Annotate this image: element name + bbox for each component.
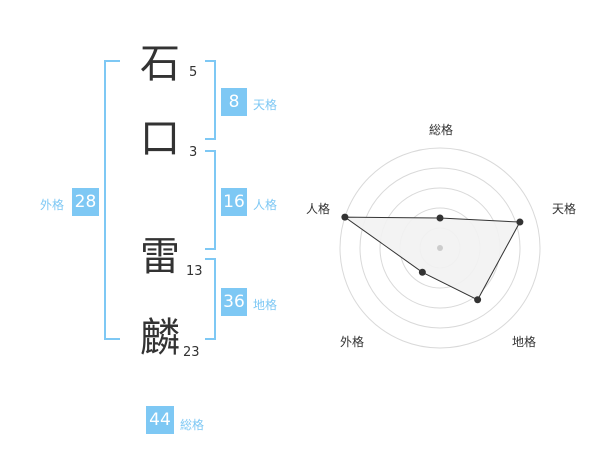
gaikaku-bracket — [104, 60, 120, 340]
radar-grid-ring — [339, 147, 541, 349]
radar-grid-ring — [359, 167, 521, 329]
radar-center — [437, 245, 443, 251]
name-char-2: 口 — [140, 116, 180, 162]
axis-label-soukaku: 総格 — [429, 122, 453, 137]
chikaku-label: 地格 — [253, 298, 278, 312]
jinkaku-bracket — [205, 150, 216, 250]
radar-point-4 — [341, 213, 349, 221]
tenkaku-badge: 8 — [221, 88, 247, 116]
radar-data-points — [341, 213, 524, 304]
stroke-count-4: 23 — [183, 345, 200, 360]
jinkaku-label: 人格 — [253, 198, 278, 212]
radar-data-polygon — [343, 216, 521, 301]
name-char-3: 雷 — [140, 234, 180, 280]
name-char-1: 石 — [140, 41, 180, 87]
gaikaku-badge: 28 — [72, 188, 99, 216]
chikaku-badge: 36 — [221, 288, 247, 316]
radar-point-2 — [474, 296, 482, 304]
soukaku-badge: 44 — [146, 406, 174, 434]
stroke-count-3: 13 — [186, 264, 203, 279]
tenkaku-bracket — [205, 60, 216, 140]
axis-label-tenkaku: 天格 — [552, 201, 576, 216]
name-char-4: 麟 — [140, 315, 180, 361]
gaikaku-label: 外格 — [40, 198, 65, 212]
radar-point-1 — [516, 218, 524, 226]
axis-label-chikaku: 地格 — [512, 334, 536, 349]
stroke-count-1: 5 — [189, 65, 198, 80]
chikaku-bracket — [205, 258, 216, 340]
stroke-count-2: 3 — [189, 145, 198, 160]
radar-point-0 — [436, 214, 444, 222]
soukaku-label: 総格 — [180, 418, 205, 432]
tenkaku-label: 天格 — [253, 98, 278, 112]
axis-label-jinkaku: 人格 — [306, 201, 330, 216]
jinkaku-badge: 16 — [221, 188, 247, 216]
radar-point-3 — [418, 268, 426, 276]
axis-label-gaikaku: 外格 — [340, 334, 364, 349]
